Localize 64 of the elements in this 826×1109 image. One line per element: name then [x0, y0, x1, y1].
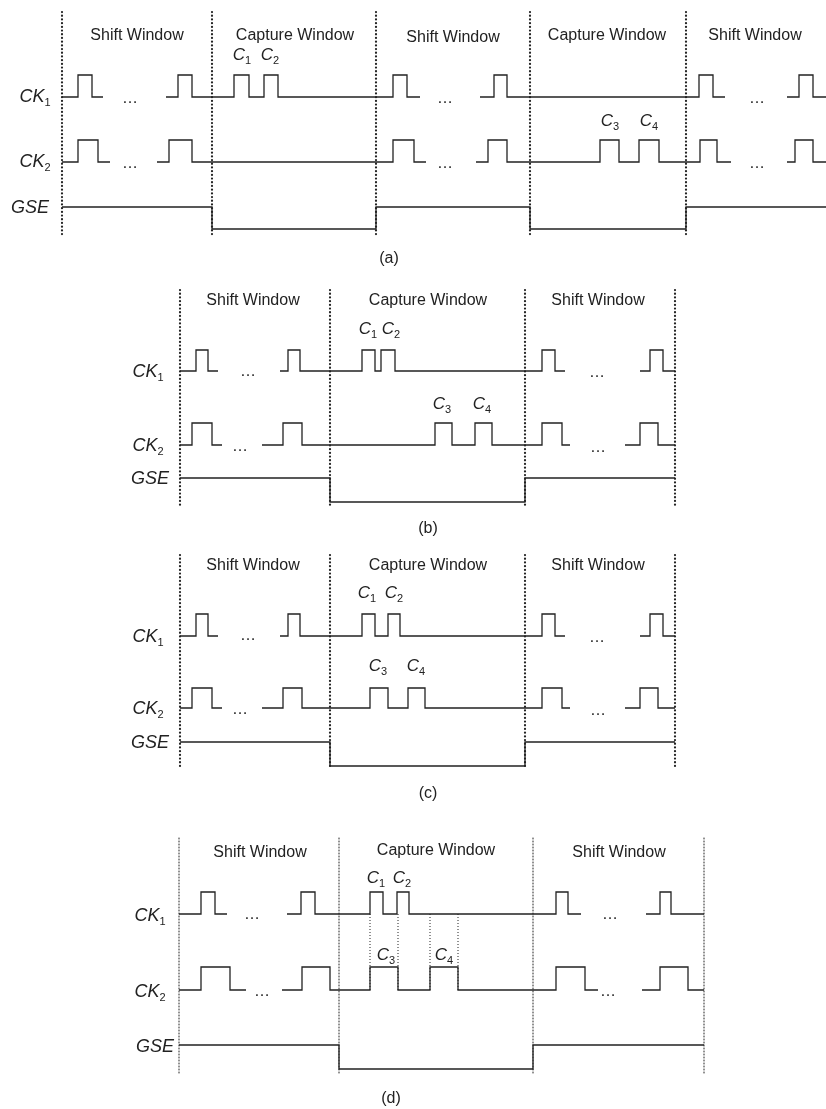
signal-name: CK$_{2}$ [19, 151, 51, 173]
pulse-label: C$_{1}$ [358, 320, 378, 340]
pulse-label: C$_{4}$ [434, 946, 454, 966]
signal-name: CK$_{2}$ [134, 981, 166, 1003]
pulse-label: C$_{1}$ [366, 869, 386, 889]
window-label: Capture Window [547, 27, 667, 43]
pulse-label: C$_{3}$ [432, 395, 452, 415]
pulse-label: C$_{2}$ [384, 584, 404, 604]
window-label: Capture Window [368, 557, 488, 573]
window-label: Shift Window [551, 557, 645, 573]
window-label: Shift Window [213, 844, 307, 860]
ellipsis: … [590, 702, 606, 718]
window-label: Shift Window [551, 292, 645, 308]
signal-name: GSE [131, 733, 169, 751]
ellipsis: … [602, 906, 618, 922]
ellipsis: … [749, 90, 765, 106]
pulse-label: C$_{1}$ [357, 584, 377, 604]
window-label: Capture Window [376, 842, 496, 858]
ellipsis: … [122, 155, 138, 171]
ellipsis: … [240, 363, 256, 379]
window-label: Shift Window [572, 844, 666, 860]
pulse-label: C$_{3}$ [600, 112, 620, 132]
pulse-label: C$_{3}$ [368, 657, 388, 677]
signal-name: CK$_{1}$ [132, 626, 164, 648]
ellipsis: … [122, 90, 138, 106]
signal-name: GSE [136, 1037, 174, 1055]
ellipsis: … [240, 627, 256, 643]
ellipsis: … [437, 90, 453, 106]
ellipsis: … [232, 701, 248, 717]
ellipsis: … [244, 906, 260, 922]
window-label: Capture Window [368, 292, 488, 308]
signal-name: CK$_{1}$ [132, 361, 164, 383]
panel-label: (d) [381, 1090, 401, 1106]
signal-name: CK$_{1}$ [134, 905, 166, 927]
pulse-label: C$_{1}$ [232, 46, 252, 66]
panel-label: (b) [418, 520, 438, 536]
ellipsis: … [589, 629, 605, 645]
pulse-label: C$_{4}$ [639, 112, 659, 132]
signal-name: CK$_{1}$ [19, 86, 51, 108]
ellipsis: … [437, 155, 453, 171]
window-label: Shift Window [708, 27, 802, 43]
window-label: Shift Window [90, 27, 184, 43]
signal-name: CK$_{2}$ [132, 435, 164, 457]
window-label: Shift Window [206, 557, 300, 573]
ellipsis: … [232, 438, 248, 454]
signal-name: GSE [131, 469, 169, 487]
panel-label: (a) [379, 250, 399, 266]
ellipsis: … [589, 364, 605, 380]
ellipsis: … [254, 983, 270, 999]
window-label: Shift Window [406, 29, 500, 45]
pulse-label: C$_{4}$ [406, 657, 426, 677]
panel-label: (c) [418, 785, 438, 801]
pulse-label: C$_{2}$ [392, 869, 412, 889]
ellipsis: … [590, 439, 606, 455]
pulse-label: C$_{2}$ [381, 320, 401, 340]
window-label: Shift Window [206, 292, 300, 308]
pulse-label: C$_{2}$ [260, 46, 280, 66]
ellipsis: … [749, 155, 765, 171]
pulse-label: C$_{3}$ [376, 946, 396, 966]
signal-name: CK$_{2}$ [132, 698, 164, 720]
signal-name: GSE [11, 198, 49, 216]
pulse-label: C$_{4}$ [472, 395, 492, 415]
ellipsis: … [600, 983, 616, 999]
window-label: Capture Window [235, 27, 355, 43]
